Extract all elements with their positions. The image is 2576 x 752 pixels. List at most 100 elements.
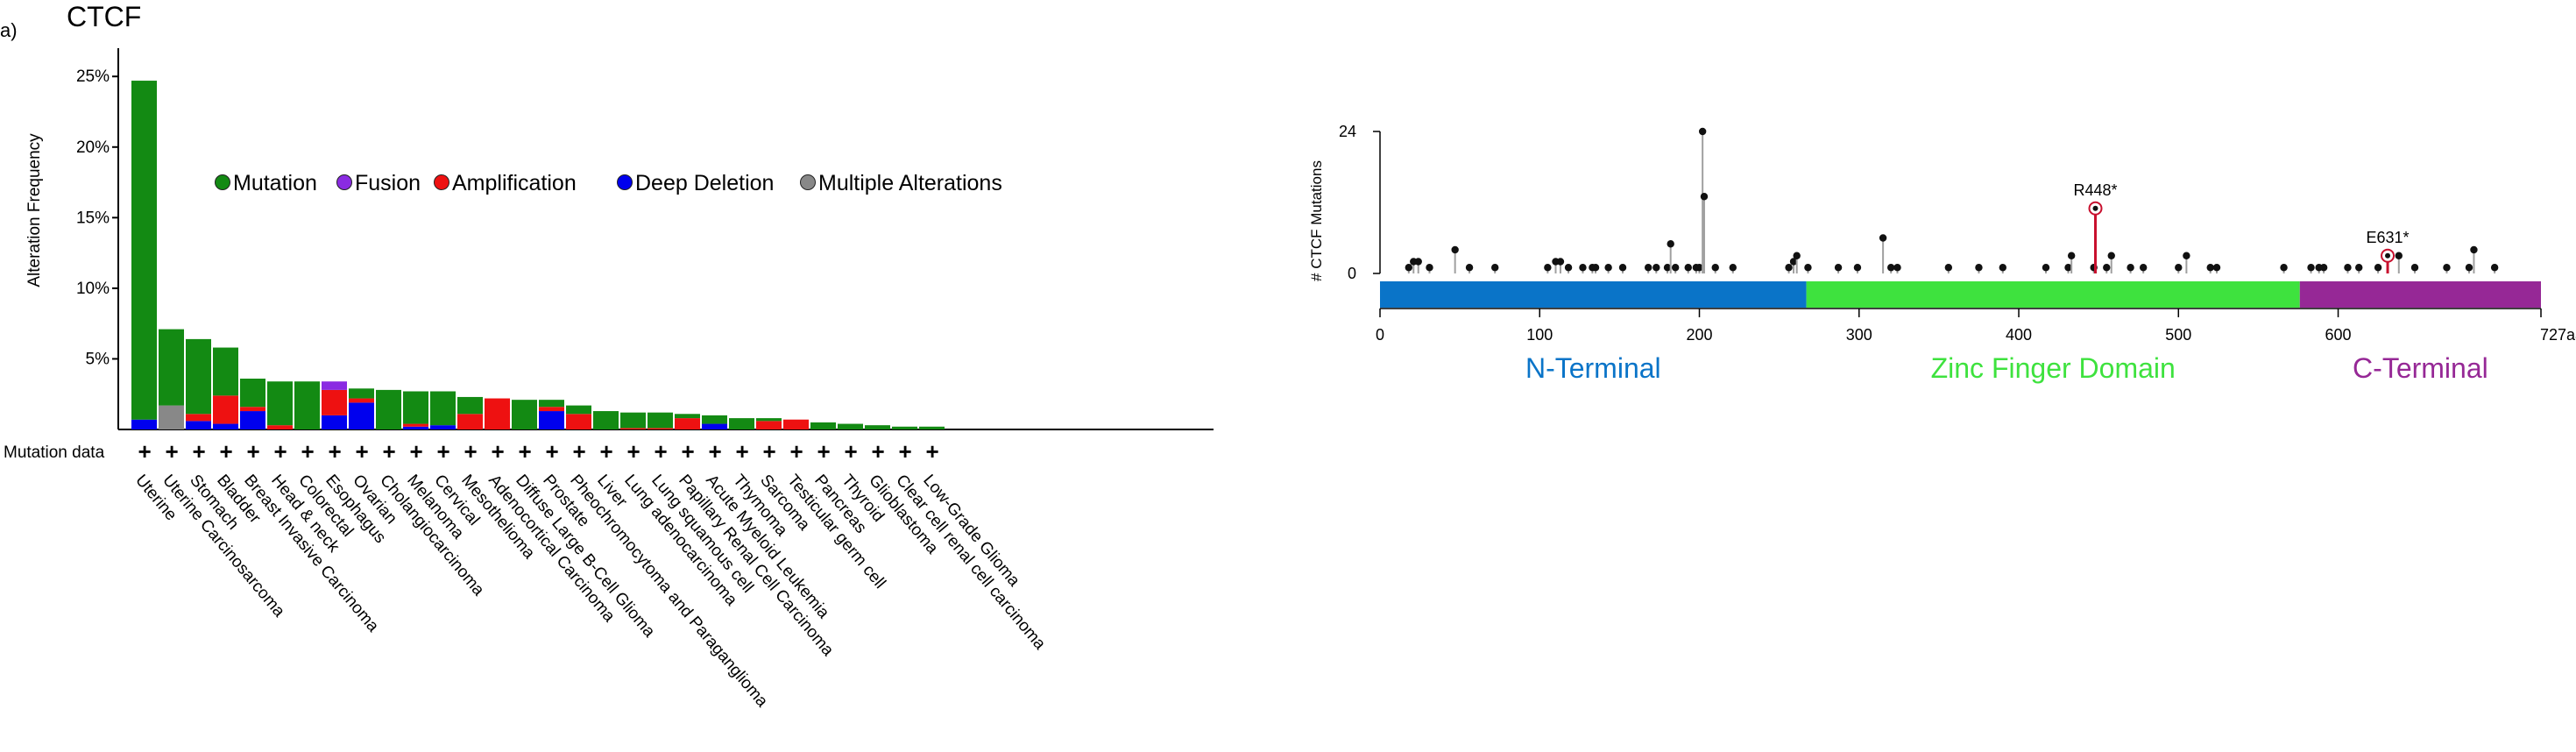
hotspot-head [2385,252,2391,259]
mutation-data-marker: + [872,438,885,465]
lollipop-head [1944,264,1953,272]
lollipop-685 [2470,245,2478,273]
bar-deep-deletion [322,415,347,429]
lollipop-113 [1556,258,1565,273]
lollipop-head [1591,264,1600,272]
lollipop-625 [2374,264,2382,273]
mutation-data-marker: + [166,438,179,465]
bar-stacks [131,81,945,429]
lollipop-head [2183,252,2190,259]
lollipop-head [1451,245,1459,254]
lollipop-613 [2355,264,2363,273]
lollipop-head [1426,264,1433,272]
lollipop-185 [1671,264,1680,273]
hotspot-e631: E631* [2367,229,2410,273]
bar-mutation [865,425,890,429]
lollipop-417 [2042,264,2050,273]
domain-label: Zinc Finger Domain [1931,352,2176,384]
lollipop-head [2280,264,2288,272]
lollipop-plot: # CTCF Mutations 024 R448*E631* N-Termin… [1308,123,2576,384]
legend-swatch-fusion [336,174,352,190]
bar-stack-melanoma [403,391,428,429]
bar-mutation [702,415,727,424]
y-tick-label: 5% [86,350,110,368]
lollipop-606 [2344,264,2352,273]
bar-mutation [294,381,320,429]
lollipop-x-tick-label: 600 [2325,326,2352,344]
mutation-data-marker: + [845,438,858,465]
hotspot-label: E631* [2367,229,2410,246]
lollipop-127 [1579,264,1587,273]
bar-deep-deletion [213,423,238,429]
lollipop-173 [1652,264,1660,273]
lollipop-head [1414,258,1422,266]
lollipop-head [1465,264,1474,272]
bar-mutation [131,81,157,420]
hotspot-r448: R448* [2073,181,2118,273]
bar-mutation [376,389,401,429]
bar-stack-esophagus [322,381,347,429]
lollipop-head [1975,264,1983,272]
bar-mutation [457,396,483,415]
lollipop-x-tick-label: 100 [1526,326,1553,344]
lollipop-200 [1695,264,1703,273]
bar-amplification [349,398,374,403]
lollipop-head [1667,240,1674,248]
mutation-data-marker: + [220,438,233,465]
lollipop-299 [1853,264,1862,273]
bar-stack-cervical [430,391,456,429]
lollipop-head [2139,264,2148,272]
lollipop-210 [1711,264,1719,273]
mutation-data-row: ++++++++++++++++++++++++++++++ [138,438,939,465]
hotspot-label: R448* [2073,181,2117,199]
lollipop-455 [2103,264,2111,273]
lollipop-324 [1893,264,1901,273]
lollipop-head [1887,264,1895,272]
lollipop-x-axis: 0100200300400500600727aa [1376,308,2576,344]
bar-amplification [267,425,293,429]
mutation-data-marker: + [682,438,695,465]
lollipop-x-tick-label: 400 [2006,326,2032,344]
bar-amplification [457,414,483,429]
legend-label: Fusion [355,171,421,195]
bar-stack-acute-myeloid-leukemia [702,415,727,429]
bar-fusion [322,381,347,390]
legend-swatch-amplification [434,174,449,190]
bar-stack-breast-invasive-carcinoma [240,379,265,429]
bar-mutation [539,400,564,408]
bar-stack-sarcoma [756,418,782,429]
lollipop-head [2443,264,2451,272]
mutation-data-marker: + [193,438,206,465]
legend-swatch-deep-deletion [617,174,633,190]
domain-zinc-finger-domain [1806,281,2300,308]
mutation-data-marker: + [138,438,152,465]
lollipop-head [1804,264,1812,272]
bar-amplification [756,421,782,429]
lollipop-458 [2107,252,2115,273]
lollipop-head [2212,264,2221,272]
bar-amplification [240,407,265,412]
bar-stack-clear-cell-renal-cell-carcinoma [892,426,917,429]
bar-mutation [213,347,238,396]
mutation-data-marker: + [437,438,450,465]
mutation-data-marker: + [410,438,423,465]
bar-deep-deletion [702,423,727,429]
lollipop-head [2355,264,2363,272]
mutation-data-marker: + [546,438,559,465]
bar-mutation [566,405,591,415]
lollipop-head [1698,127,1707,136]
lollipop-261 [1793,252,1801,273]
lollipop-y-axis-title: # CTCF Mutations [1308,160,1325,281]
bar-stack-bladder [213,347,238,429]
lollipop-head [1834,264,1843,272]
lollipop-head [1793,252,1801,259]
bar-mutation [620,412,646,429]
bar-stack-pancreas [810,422,836,429]
lollipop-head [1644,264,1652,272]
bar-stack-papillary-renal-cell-carcinoma [675,414,700,429]
lollipop-head [1671,264,1680,272]
bar-amplification [539,407,564,412]
row-label: Mutation data [4,443,105,462]
lollipop-470 [2127,264,2134,273]
